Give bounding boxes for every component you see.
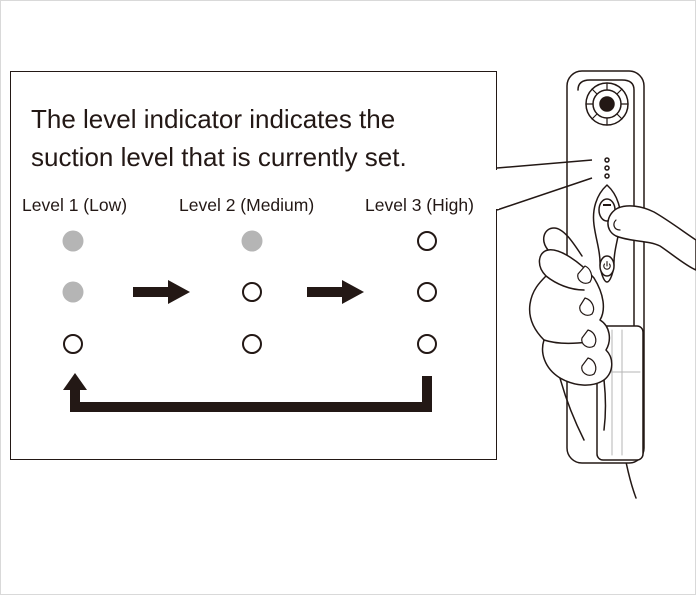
power-icon — [603, 260, 611, 270]
level-1-label: Level 1 (Low) — [22, 195, 128, 215]
device-indicator-1 — [604, 157, 610, 163]
level-3-indicator-2-unlit — [417, 282, 437, 302]
level-3-indicator-3-unlit — [417, 334, 437, 354]
right-arrow-icon — [307, 280, 364, 304]
fan-icon — [585, 82, 629, 126]
device-inner-outline — [577, 79, 635, 453]
level-2-label: Level 2 (Medium) — [179, 195, 315, 215]
callout-box — [10, 71, 497, 460]
right-arrow-icon — [133, 280, 190, 304]
return-arrow-head — [63, 373, 87, 390]
level-2-indicator-3-unlit — [242, 334, 262, 354]
level-1-indicator-2-lit — [62, 281, 84, 303]
level-1-indicator-1-lit — [62, 230, 84, 252]
level-1-indicator-3-unlit — [63, 334, 83, 354]
gripping-hand — [528, 249, 613, 386]
level-3-indicator-1-unlit — [417, 231, 437, 251]
return-arrow-icon — [70, 376, 432, 412]
device-indicator-3 — [604, 173, 610, 179]
pressing-finger — [607, 205, 696, 271]
level-2-indicator-2-unlit — [242, 282, 262, 302]
level-3-label: Level 3 (High) — [365, 195, 474, 215]
callout-caption: The level indicator indicates the suctio… — [31, 104, 407, 172]
device-indicator-2 — [604, 165, 610, 171]
level-2-indicator-1-lit — [241, 230, 263, 252]
